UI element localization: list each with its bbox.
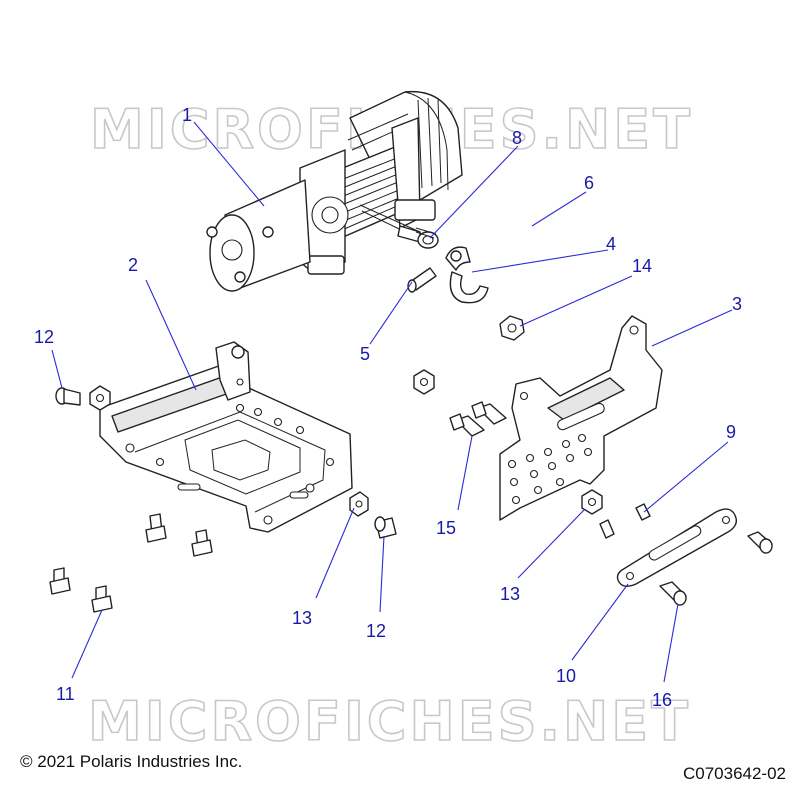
callout-15: 15 xyxy=(436,518,456,538)
callout-8: 8 xyxy=(512,128,522,148)
callout-16: 16 xyxy=(652,690,672,710)
winch-assembly xyxy=(206,90,463,292)
callout-3: 3 xyxy=(732,294,742,314)
copyright-notice: © 2021 Polaris Industries Inc. xyxy=(20,752,243,771)
clevis-pin xyxy=(407,267,437,293)
callout-13-center: 13 xyxy=(292,608,312,628)
callout-2: 2 xyxy=(128,255,138,275)
callout-14: 14 xyxy=(632,256,652,276)
bolt-12-left xyxy=(55,387,81,406)
callout-12-left: 12 xyxy=(34,327,54,347)
callout-13-right: 13 xyxy=(500,584,520,604)
bolt-set-15 xyxy=(449,401,507,437)
nut-13-left xyxy=(89,385,111,411)
nut-13-right xyxy=(581,489,603,515)
bolt-set-16 xyxy=(659,531,773,606)
screw-9 xyxy=(599,503,651,539)
callout-1: 1 xyxy=(182,105,192,125)
callout-11: 11 xyxy=(56,684,75,704)
leader-lines xyxy=(51,121,733,683)
callout-5: 5 xyxy=(360,344,370,364)
nut-13-center xyxy=(349,491,369,517)
callout-12-center: 12 xyxy=(366,621,386,641)
bolt-12-center xyxy=(374,516,397,539)
callout-10: 10 xyxy=(556,666,576,686)
callout-6: 6 xyxy=(584,173,594,193)
nut-center xyxy=(413,369,435,395)
bolt-set-11 xyxy=(49,513,213,613)
nut-14 xyxy=(499,315,525,341)
figure-code: C0703642-02 xyxy=(682,764,786,783)
fairlead-bracket xyxy=(499,315,663,521)
hawse-fairlead xyxy=(616,508,738,587)
callout-4: 4 xyxy=(606,234,616,254)
callout-labels: 1 2 3 4 5 6 8 9 10 11 12 12 13 13 14 15 … xyxy=(34,105,742,710)
winch-hook xyxy=(445,246,489,304)
winch-mount-plate xyxy=(99,341,353,533)
callout-9: 9 xyxy=(726,422,736,442)
watermark-bottom: MICROFICHES.NET xyxy=(88,690,691,753)
